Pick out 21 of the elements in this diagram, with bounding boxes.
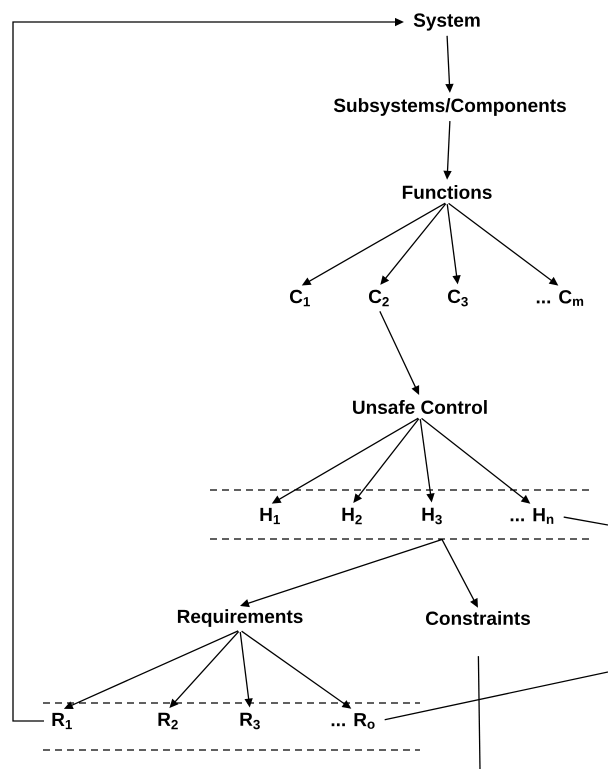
node-label: System bbox=[414, 13, 480, 31]
node-label: C$_{1}$ bbox=[290, 290, 310, 306]
node-label: Constraints bbox=[426, 611, 530, 625]
node-label: H$_{2}$ bbox=[342, 508, 362, 524]
node-label: C$_{2}$ bbox=[368, 290, 389, 306]
node-label: Functions bbox=[402, 185, 492, 199]
node-label: Unsafe Control bbox=[353, 400, 487, 414]
node-label: Requirements bbox=[178, 609, 303, 627]
node-label: R$_{3}$ bbox=[240, 712, 260, 730]
node-label: H$_{1}$ bbox=[260, 508, 280, 524]
node-label: Subsystems/Components bbox=[334, 98, 566, 116]
node-label: ... C$_{m}$ bbox=[536, 290, 584, 306]
connector-line bbox=[564, 516, 608, 526]
node-label: H$_{3}$ bbox=[422, 508, 442, 524]
node-label: C$_{3}$ bbox=[448, 290, 468, 306]
node-label: R$_{1}$ bbox=[52, 712, 72, 730]
node-label: ... H$_{n}$ bbox=[510, 508, 554, 524]
node-label: ... R$_{o}$ bbox=[332, 713, 375, 729]
connector-line bbox=[384, 671, 608, 720]
node-label: R$_{2}$ bbox=[158, 712, 178, 730]
connector-line bbox=[478, 656, 481, 769]
